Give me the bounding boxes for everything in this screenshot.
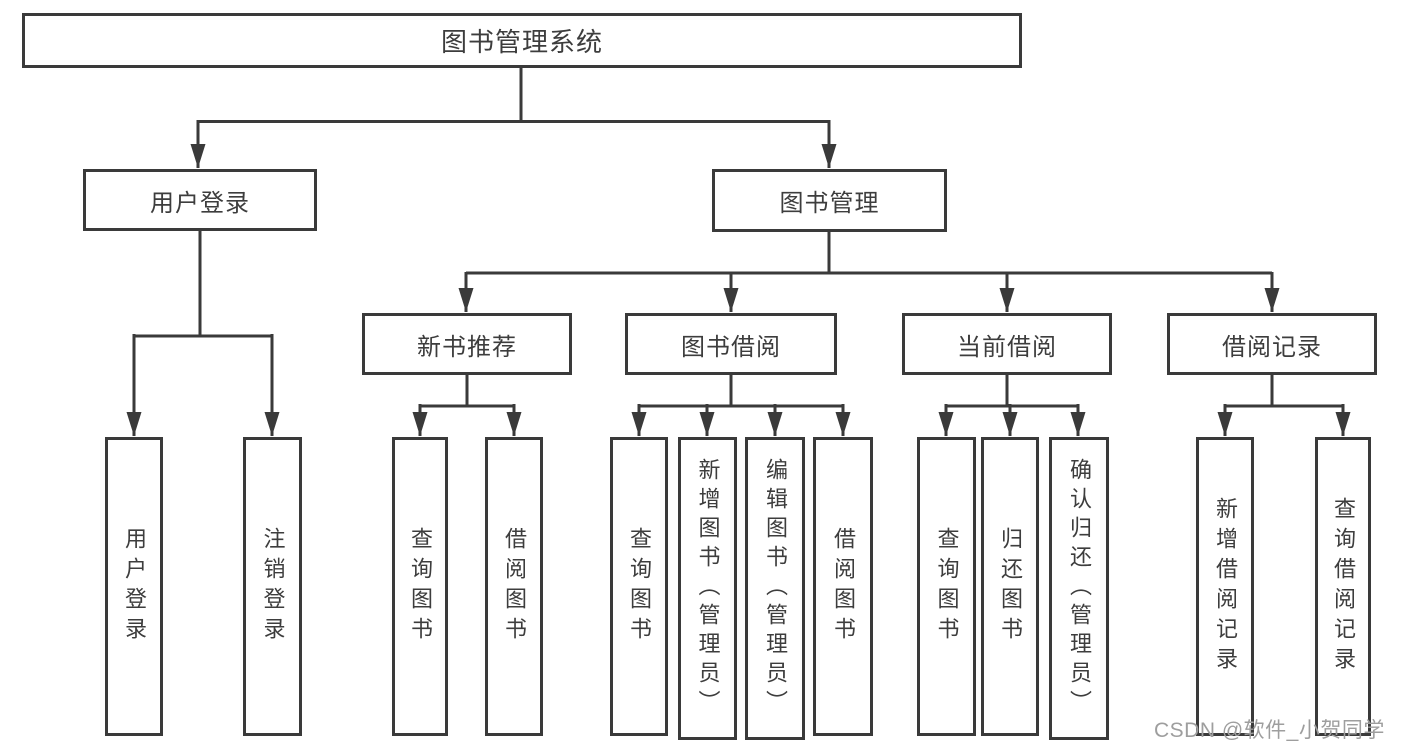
leaf-user-login: 用户登录 xyxy=(105,437,163,736)
leaf-borrow-books-1: 借阅图书 xyxy=(485,437,543,736)
leaf-query-borrow-record: 查询借阅记录 xyxy=(1315,437,1371,736)
leaf-query-books-1: 查询图书 xyxy=(392,437,448,736)
node-current-borrow: 当前借阅 xyxy=(902,313,1112,375)
leaf-add-book-admin: 新增图书（管理员） xyxy=(678,437,737,740)
node-book-borrow: 图书借阅 xyxy=(625,313,837,375)
node-library-system: 图书管理系统 xyxy=(22,13,1022,68)
leaf-query-books-3: 查询图书 xyxy=(917,437,976,736)
leaf-borrow-books-2: 借阅图书 xyxy=(813,437,873,736)
leaf-add-borrow-record: 新增借阅记录 xyxy=(1196,437,1254,736)
leaf-edit-book-admin: 编辑图书（管理员） xyxy=(745,437,805,740)
leaf-logout: 注销登录 xyxy=(243,437,302,736)
node-user-login: 用户登录 xyxy=(83,169,317,231)
node-borrow-records: 借阅记录 xyxy=(1167,313,1377,375)
node-new-book-recommend: 新书推荐 xyxy=(362,313,572,375)
node-book-management: 图书管理 xyxy=(712,169,947,232)
leaf-return-book: 归还图书 xyxy=(981,437,1039,736)
watermark: CSDN @软件_小贺同学 xyxy=(1154,719,1385,742)
leaf-confirm-return-admin: 确认归还（管理员） xyxy=(1049,437,1109,740)
leaf-query-books-2: 查询图书 xyxy=(610,437,668,736)
